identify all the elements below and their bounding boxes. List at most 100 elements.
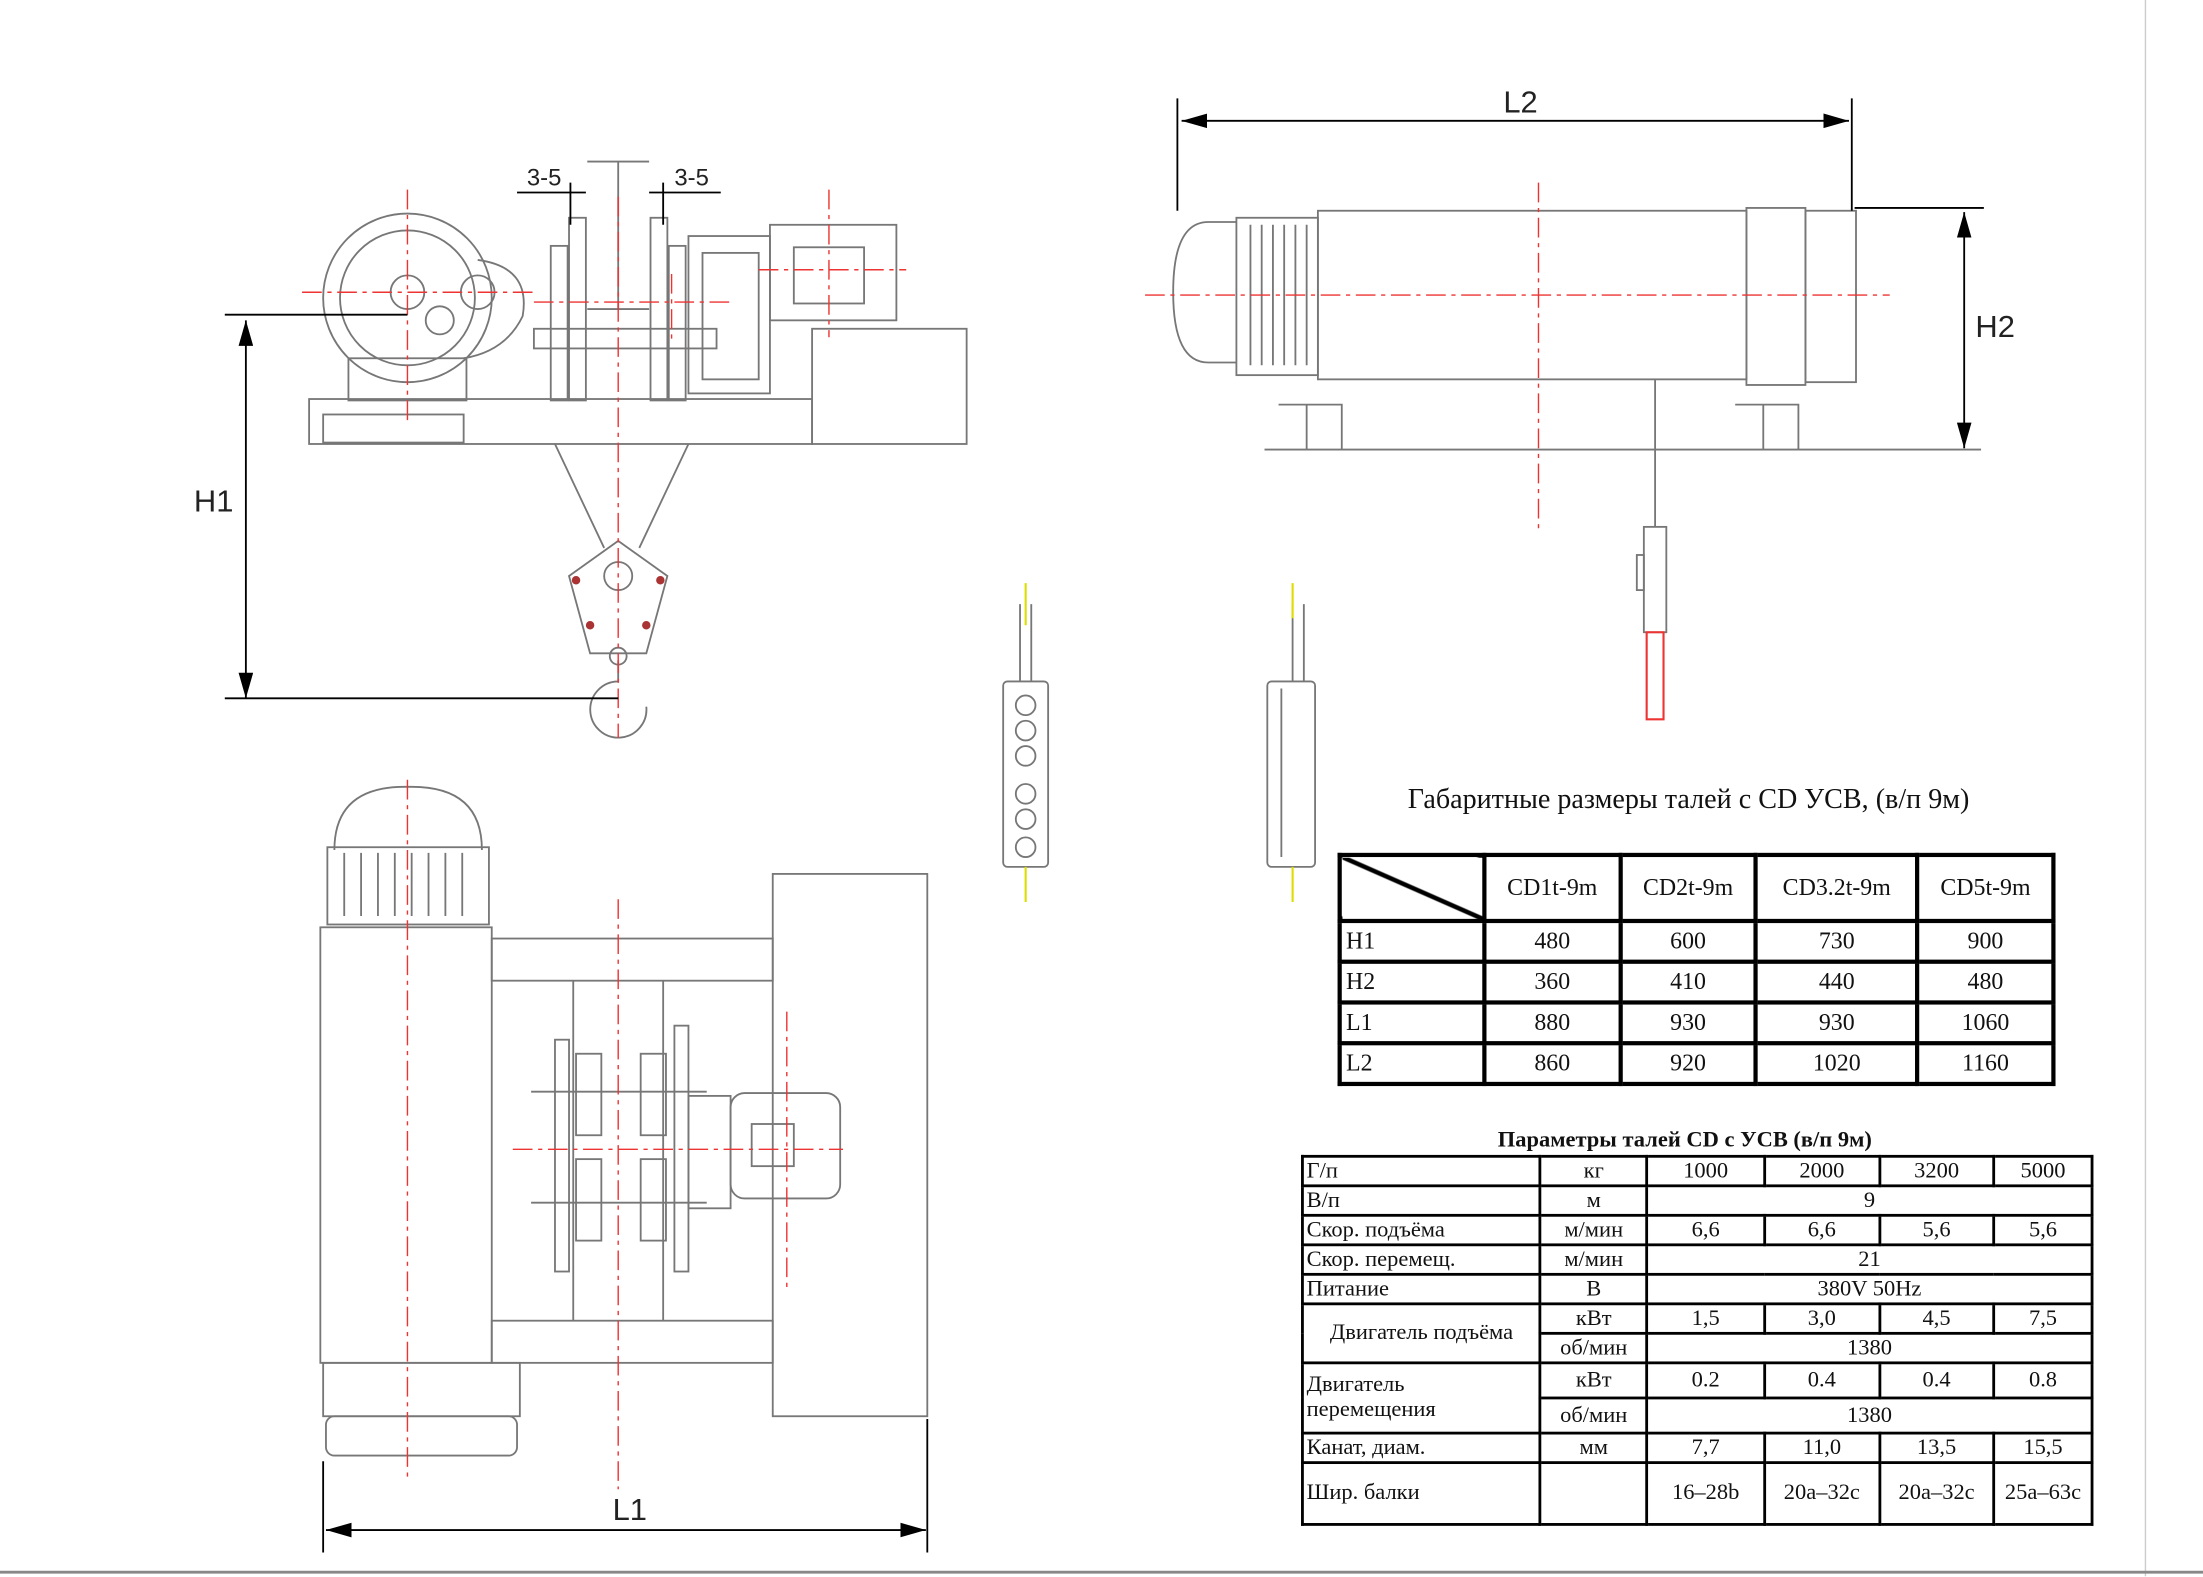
side-view xyxy=(1172,207,1982,634)
cell: 20a–32c xyxy=(1763,1461,1881,1526)
cell: 5,6 xyxy=(1992,1213,2094,1247)
unit: В xyxy=(1539,1272,1649,1306)
gap-left-label: 3-5 xyxy=(527,164,562,191)
h2-label: H2 xyxy=(1975,309,2015,344)
row-label: Шир. балки xyxy=(1301,1461,1542,1526)
cell: 2000 xyxy=(1763,1154,1881,1188)
unit: кВт xyxy=(1539,1361,1649,1400)
cell: 21 xyxy=(1645,1243,2094,1276)
cell: 480 xyxy=(1915,959,2056,1005)
cell: 730 xyxy=(1753,918,1920,964)
pendant-controls xyxy=(1002,604,1316,868)
cell: 1020 xyxy=(1753,1041,1920,1087)
column-header: CD5t-9m xyxy=(1915,852,2056,924)
cell: 900 xyxy=(1915,918,2056,964)
cell: 360 xyxy=(1482,959,1623,1005)
row-label: L1 xyxy=(1337,1000,1487,1046)
unit: мм xyxy=(1539,1431,1649,1465)
cell: 16–28b xyxy=(1645,1461,1766,1526)
cell: 20a–32c xyxy=(1877,1461,1996,1526)
cell: 13,5 xyxy=(1877,1431,1996,1465)
cell: 920 xyxy=(1618,1041,1759,1087)
dimensions-table-title: Габаритные размеры талей с CD УСВ, (в/п … xyxy=(1407,783,1970,815)
row-label: Г/п xyxy=(1301,1154,1542,1188)
cell: 25a–63c xyxy=(1992,1461,2094,1526)
cell: 1160 xyxy=(1915,1041,2056,1087)
cell: 1060 xyxy=(1915,1000,2056,1046)
cell: 3200 xyxy=(1877,1154,1996,1188)
row-label: Двигатель подъёма xyxy=(1301,1302,1542,1365)
cell: 9 xyxy=(1645,1184,2094,1217)
cell: 0.4 xyxy=(1763,1361,1881,1400)
cell: 380V 50Hz xyxy=(1645,1272,2094,1306)
dimension-lines xyxy=(224,98,1984,1553)
unit: м/мин xyxy=(1539,1243,1649,1276)
unit xyxy=(1539,1461,1649,1526)
cell: 930 xyxy=(1618,1000,1759,1046)
cell: 440 xyxy=(1753,959,1920,1005)
h1-label: H1 xyxy=(194,483,234,518)
cell: 6,6 xyxy=(1763,1213,1881,1247)
row-label: Канат, диам. xyxy=(1301,1431,1542,1465)
cell: 15,5 xyxy=(1992,1431,2094,1465)
front-view xyxy=(308,160,968,739)
cell: 410 xyxy=(1618,959,1759,1005)
cell: 480 xyxy=(1482,918,1623,964)
cell: 0.8 xyxy=(1992,1361,2094,1400)
cell: 5000 xyxy=(1992,1154,2094,1188)
row-label: Питание xyxy=(1301,1272,1542,1306)
cell: 11,0 xyxy=(1763,1431,1881,1465)
row-label: Скор. подъёма xyxy=(1301,1213,1542,1247)
cell: 4,5 xyxy=(1877,1302,1996,1335)
row-label: H1 xyxy=(1337,918,1487,964)
cell: 5,6 xyxy=(1877,1213,1996,1247)
unit: кВт xyxy=(1539,1302,1649,1335)
column-header: CD3.2t-9m xyxy=(1753,852,1920,924)
row-label: Двигатель перемещения xyxy=(1301,1361,1542,1435)
column-header: CD2t-9m xyxy=(1618,852,1759,924)
top-view xyxy=(319,785,929,1457)
l1-label: L1 xyxy=(613,1492,647,1527)
cell: 3,0 xyxy=(1763,1302,1881,1335)
cell: 7,5 xyxy=(1992,1302,2094,1335)
cell: 1380 xyxy=(1645,1331,2094,1365)
cell: 930 xyxy=(1753,1000,1920,1046)
cell: 860 xyxy=(1482,1041,1623,1087)
cell: 1380 xyxy=(1645,1396,2094,1435)
corner-cell xyxy=(1337,852,1487,924)
cell: 6,6 xyxy=(1645,1213,1766,1247)
unit: об/мин xyxy=(1539,1396,1649,1435)
row-label: L2 xyxy=(1337,1041,1487,1087)
cell: 7,7 xyxy=(1645,1431,1766,1465)
column-header: CD1t-9m xyxy=(1482,852,1623,924)
row-label: H2 xyxy=(1337,959,1487,1005)
unit: об/мин xyxy=(1539,1331,1649,1365)
l2-label: L2 xyxy=(1503,84,1537,119)
unit: м/мин xyxy=(1539,1213,1649,1247)
row-label: Скор. перемещ. xyxy=(1301,1243,1542,1276)
unit: кг xyxy=(1539,1154,1649,1188)
cell: 880 xyxy=(1482,1000,1623,1046)
params-table-title: Параметры талей CD с УСВ (в/п 9м) xyxy=(1497,1128,1872,1153)
gap-right-label: 3-5 xyxy=(674,164,709,191)
cell: 1,5 xyxy=(1645,1302,1766,1335)
cell: 0.4 xyxy=(1877,1361,1996,1400)
cell: 0.2 xyxy=(1645,1361,1766,1400)
